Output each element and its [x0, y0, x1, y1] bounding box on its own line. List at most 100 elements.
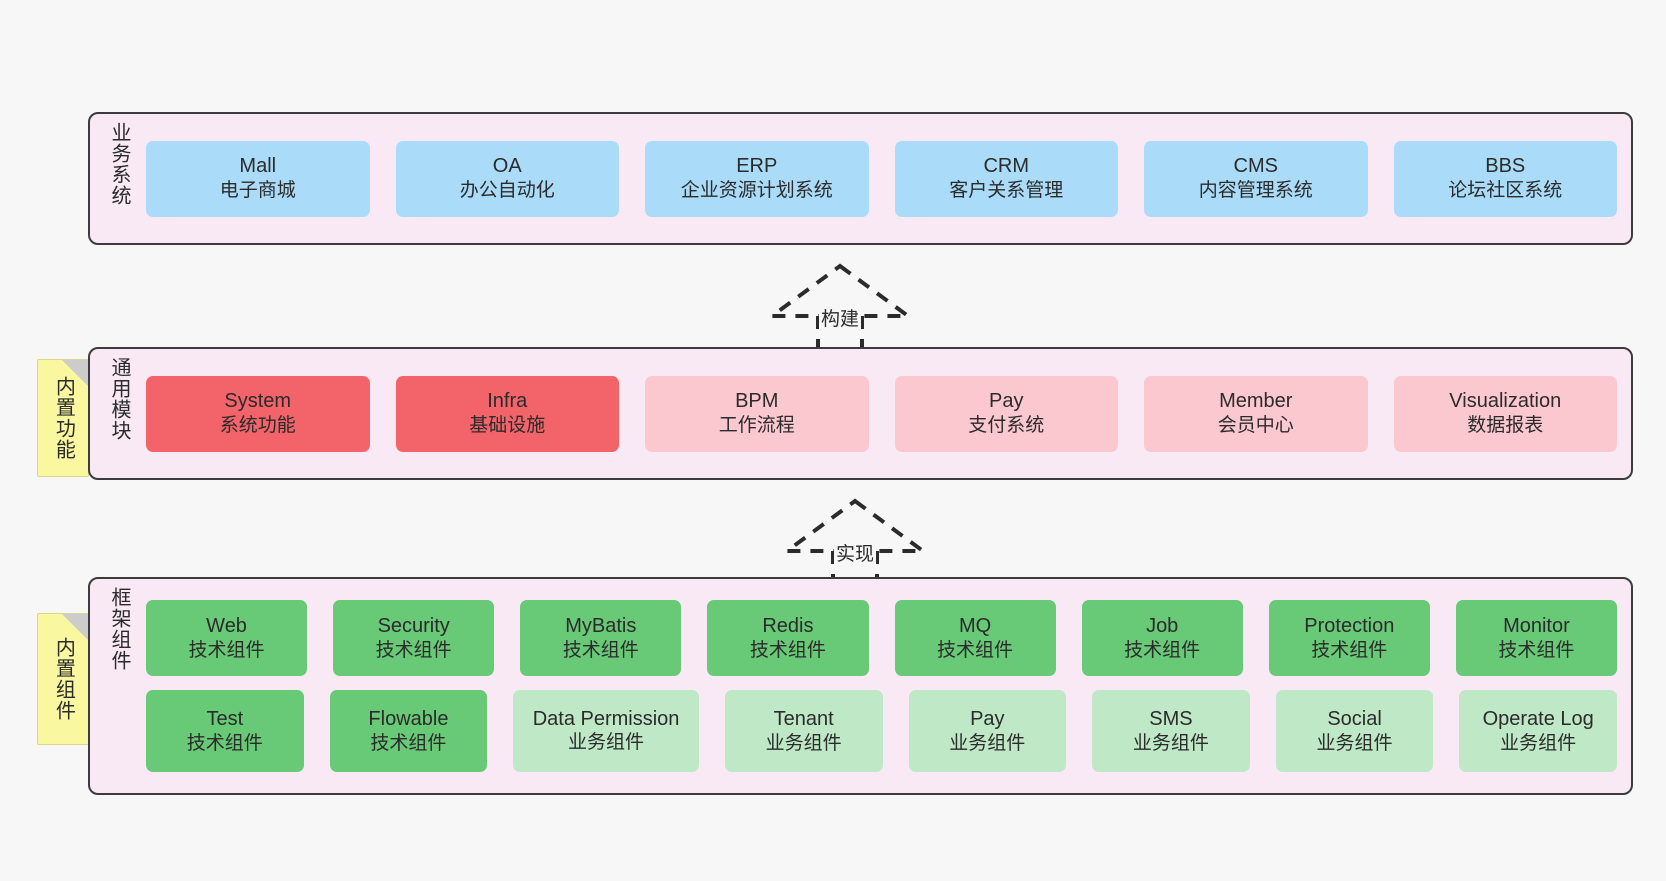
node-operate-log[interactable]: Operate Log 业务组件 — [1459, 690, 1617, 772]
node-title: Job — [1146, 614, 1179, 637]
box-row: Web 技术组件 Security 技术组件 MyBatis 技术组件 Redi… — [146, 600, 1617, 676]
node-title: MQ — [958, 614, 992, 637]
connector-label: 构建 — [818, 304, 862, 331]
node-title: Member — [1219, 390, 1293, 413]
node-subtitle: 技术组件 — [1311, 639, 1388, 661]
node-title: BBS — [1485, 155, 1526, 178]
node-title: Mall — [239, 155, 277, 178]
node-title: Web — [206, 614, 247, 637]
node-pay-module[interactable]: Pay 支付系统 — [894, 375, 1118, 452]
node-redis[interactable]: Redis 技术组件 — [707, 600, 869, 676]
node-title: ERP — [736, 155, 778, 178]
sticky-note-label: 内置功能 — [52, 376, 75, 460]
node-title: Visualization — [1449, 390, 1562, 413]
node-subtitle: 业务组件 — [765, 732, 842, 754]
node-cms[interactable]: CMS 内容管理系统 — [1144, 140, 1368, 217]
node-oa[interactable]: OA 办公自动化 — [395, 140, 619, 217]
node-system[interactable]: System 系统功能 — [146, 375, 370, 452]
node-subtitle: 办公自动化 — [459, 180, 555, 202]
node-web[interactable]: Web 技术组件 — [146, 600, 308, 676]
node-title: OA — [492, 155, 522, 178]
connector-label: 实现 — [833, 539, 877, 566]
node-title: Monitor — [1503, 614, 1570, 637]
node-subtitle: 业务组件 — [949, 732, 1026, 754]
box-row: Test 技术组件 Flowable 技术组件 Data Permission … — [146, 690, 1617, 772]
node-test[interactable]: Test 技术组件 — [146, 690, 304, 772]
node-subtitle: 内容管理系统 — [1198, 180, 1313, 202]
node-subtitle: 支付系统 — [968, 415, 1045, 437]
layer-business-system: 业务系统 Mall 电子商城 OA 办公自动化 ERP 企业资源计划系统 — [88, 112, 1633, 245]
node-title: Flowable — [368, 707, 449, 730]
node-security[interactable]: Security 技术组件 — [333, 600, 495, 676]
node-title: SMS — [1149, 707, 1193, 730]
node-title: Test — [206, 707, 244, 730]
node-title: MyBatis — [565, 614, 637, 637]
node-crm[interactable]: CRM 客户关系管理 — [894, 140, 1118, 217]
node-title: Pay — [970, 707, 1005, 730]
node-erp[interactable]: ERP 企业资源计划系统 — [645, 140, 869, 217]
node-job[interactable]: Job 技术组件 — [1081, 600, 1243, 676]
page-fold-icon — [62, 614, 88, 640]
node-bbs[interactable]: BBS 论坛社区系统 — [1393, 140, 1617, 217]
node-monitor[interactable]: Monitor 技术组件 — [1455, 600, 1617, 676]
node-subtitle: 业务组件 — [1500, 732, 1577, 754]
node-subtitle: 技术组件 — [370, 732, 447, 754]
node-tenant[interactable]: Tenant 业务组件 — [724, 690, 883, 772]
connector-implement: 实现 — [775, 493, 935, 583]
layer-body-common-module: System 系统功能 Infra 基础设施 BPM 工作流程 Pay 支付系统 — [132, 349, 1631, 478]
node-visualization[interactable]: Visualization 数据报表 — [1393, 375, 1617, 452]
node-subtitle: 电子商城 — [219, 180, 296, 202]
sticky-note-label: 内置组件 — [52, 637, 75, 721]
layer-title-business-system: 业务系统 — [108, 122, 130, 206]
node-mybatis[interactable]: MyBatis 技术组件 — [520, 600, 682, 676]
node-title: Operate Log — [1482, 707, 1594, 730]
generalization-arrow-icon — [780, 498, 930, 583]
layer-framework-component: 框架组件 Web 技术组件 Security 技术组件 MyBatis 技术组件 — [88, 577, 1633, 795]
node-pay-component[interactable]: Pay 业务组件 — [908, 690, 1067, 772]
node-data-permission[interactable]: Data Permission 业务组件 — [513, 690, 699, 772]
node-title: BPM — [735, 390, 779, 413]
node-title: System — [224, 390, 292, 413]
node-subtitle: 系统功能 — [219, 415, 296, 437]
sticky-note-builtin-function: 内置功能 — [37, 359, 89, 477]
layer-body-business-system: Mall 电子商城 OA 办公自动化 ERP 企业资源计划系统 CRM 客户关系… — [132, 114, 1631, 243]
generalization-arrow-icon — [765, 263, 915, 348]
node-title: Infra — [487, 390, 528, 413]
node-member[interactable]: Member 会员中心 — [1144, 375, 1368, 452]
node-sms[interactable]: SMS 业务组件 — [1092, 690, 1250, 772]
node-subtitle: 技术组件 — [188, 639, 265, 661]
node-subtitle: 技术组件 — [749, 639, 826, 661]
box-row: System 系统功能 Infra 基础设施 BPM 工作流程 Pay 支付系统 — [146, 375, 1617, 452]
layer-title-framework-component: 框架组件 — [108, 587, 130, 671]
node-subtitle: 技术组件 — [1498, 639, 1575, 661]
node-mq[interactable]: MQ 技术组件 — [894, 600, 1056, 676]
node-title: Security — [377, 614, 450, 637]
connector-build: 构建 — [760, 258, 920, 348]
node-subtitle: 基础设施 — [469, 415, 546, 437]
node-title: Pay — [989, 390, 1024, 413]
node-subtitle: 业务组件 — [1316, 732, 1393, 754]
sticky-note-builtin-component: 内置组件 — [37, 613, 89, 745]
node-title: Protection — [1304, 614, 1395, 637]
node-title: CMS — [1233, 155, 1278, 178]
node-protection[interactable]: Protection 技术组件 — [1268, 600, 1430, 676]
node-title: CRM — [983, 155, 1030, 178]
node-social[interactable]: Social 业务组件 — [1275, 690, 1434, 772]
node-subtitle: 业务组件 — [568, 732, 645, 754]
node-subtitle: 技术组件 — [937, 639, 1014, 661]
node-infra[interactable]: Infra 基础设施 — [395, 375, 619, 452]
node-title: Data Permission — [532, 708, 680, 731]
node-subtitle: 工作流程 — [718, 415, 795, 437]
layer-body-framework-component: Web 技术组件 Security 技术组件 MyBatis 技术组件 Redi… — [132, 579, 1631, 793]
node-title: Redis — [762, 614, 814, 637]
node-subtitle: 数据报表 — [1467, 415, 1544, 437]
box-row: Mall 电子商城 OA 办公自动化 ERP 企业资源计划系统 CRM 客户关系… — [146, 140, 1617, 217]
node-subtitle: 技术组件 — [375, 639, 452, 661]
node-subtitle: 会员中心 — [1217, 415, 1294, 437]
node-subtitle: 业务组件 — [1132, 732, 1209, 754]
node-bpm[interactable]: BPM 工作流程 — [645, 375, 869, 452]
node-mall[interactable]: Mall 电子商城 — [146, 140, 370, 217]
node-subtitle: 客户关系管理 — [949, 180, 1064, 202]
node-flowable[interactable]: Flowable 技术组件 — [329, 690, 488, 772]
